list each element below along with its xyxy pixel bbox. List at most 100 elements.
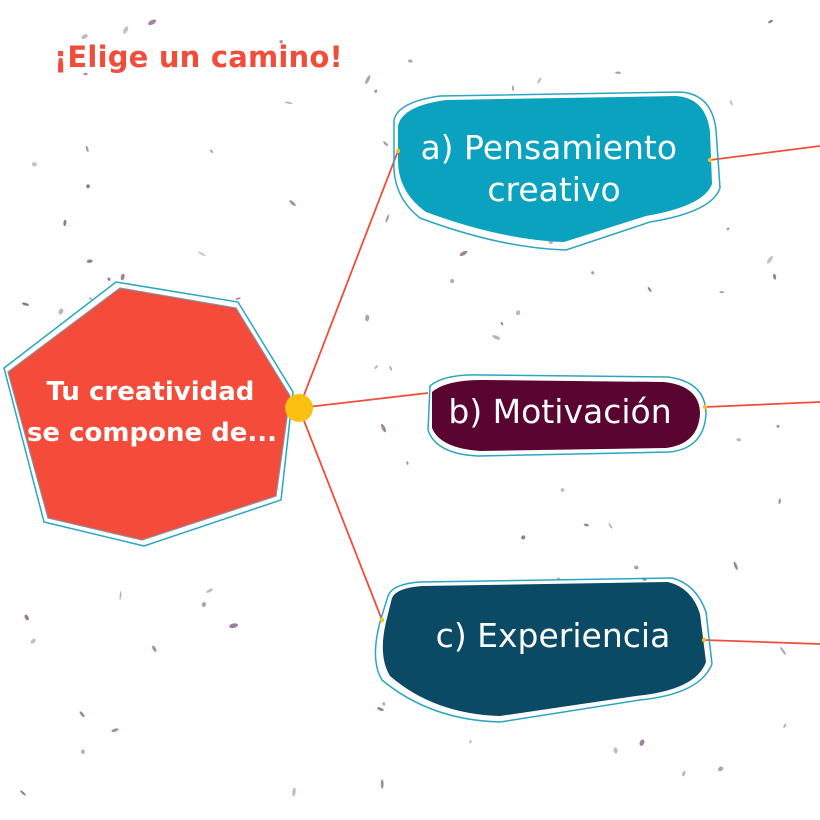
speckle bbox=[385, 214, 390, 223]
speckle bbox=[766, 255, 773, 264]
speckle bbox=[119, 591, 122, 600]
speckle bbox=[584, 523, 589, 527]
speckle bbox=[537, 77, 542, 84]
speckle bbox=[292, 787, 296, 797]
speckle bbox=[389, 365, 393, 371]
speckle bbox=[639, 739, 645, 746]
speckle bbox=[681, 770, 686, 777]
speckle bbox=[776, 425, 780, 428]
branch-b-port-right bbox=[702, 404, 708, 410]
speckle bbox=[780, 647, 787, 655]
branch-node-a[interactable]: a) Pensamiento creativo bbox=[393, 91, 721, 251]
speckle bbox=[201, 601, 207, 608]
branch-c-outline bbox=[374, 577, 713, 723]
speckle bbox=[289, 200, 296, 207]
branch-c-shape[interactable] bbox=[382, 582, 706, 716]
speckle bbox=[515, 310, 521, 316]
speckle bbox=[279, 39, 283, 44]
speckle bbox=[380, 779, 384, 789]
branch-a-port-left bbox=[395, 148, 401, 154]
speckle bbox=[63, 219, 67, 227]
speckle bbox=[148, 19, 157, 26]
connector-c-out bbox=[703, 639, 820, 645]
speckle bbox=[20, 790, 26, 796]
speckle bbox=[608, 522, 613, 529]
speckle bbox=[284, 101, 293, 105]
branch-a-outline bbox=[393, 91, 721, 251]
root-node-shape bbox=[7, 287, 291, 541]
speckle bbox=[450, 279, 455, 283]
branch-b-shape[interactable] bbox=[432, 380, 700, 451]
speckle bbox=[768, 19, 773, 24]
branch-node-b[interactable]: b) Motivación bbox=[427, 374, 708, 457]
speckle bbox=[459, 250, 468, 257]
branch-a-shape[interactable] bbox=[398, 96, 712, 242]
speckle bbox=[500, 321, 504, 326]
speckle bbox=[81, 34, 88, 39]
branch-b-outline bbox=[427, 374, 707, 457]
speckle bbox=[613, 747, 618, 754]
speckle bbox=[615, 71, 621, 74]
speckle bbox=[382, 702, 386, 706]
speckle bbox=[374, 365, 378, 369]
speckle bbox=[88, 297, 93, 300]
svg-text:b) Motivación: b) Motivación bbox=[448, 392, 671, 431]
branch-a-port-right bbox=[707, 157, 713, 163]
connectors bbox=[298, 145, 820, 645]
speckle bbox=[24, 614, 29, 621]
speckle bbox=[560, 488, 565, 492]
connector-a-out bbox=[709, 145, 820, 161]
speckle bbox=[733, 561, 738, 571]
connector-root-b bbox=[298, 392, 429, 409]
speckle bbox=[406, 461, 409, 465]
connector-b-out bbox=[704, 401, 820, 408]
speckle bbox=[22, 302, 29, 306]
speckle bbox=[365, 75, 371, 85]
speckle bbox=[492, 335, 501, 340]
speckle bbox=[365, 314, 370, 322]
speckle bbox=[719, 290, 725, 294]
speckle bbox=[783, 723, 787, 728]
speckle bbox=[85, 145, 89, 152]
speckle bbox=[229, 623, 239, 629]
speckle bbox=[31, 162, 37, 167]
svg-text:c) Experiencia: c) Experiencia bbox=[436, 616, 671, 655]
speckle bbox=[729, 100, 733, 106]
branch-a-label-line1: a) Pensamiento bbox=[420, 128, 677, 167]
root-node[interactable]: Tu creatividad se compone de... bbox=[3, 281, 294, 547]
speckle bbox=[374, 89, 378, 93]
root-node-outline bbox=[3, 281, 294, 547]
speckle bbox=[210, 149, 214, 154]
speckle bbox=[30, 638, 36, 644]
speckle bbox=[383, 141, 389, 147]
root-connector-dot bbox=[285, 394, 313, 422]
speckle bbox=[80, 749, 85, 754]
speckle bbox=[122, 26, 129, 34]
speckle bbox=[86, 259, 93, 263]
branch-a-label-line2: creativo bbox=[487, 170, 620, 209]
speckle bbox=[58, 308, 64, 315]
page-title: ¡Elige un camino! bbox=[54, 40, 343, 74]
svg-text:Tu creatividad se compon: Tu creatividad se compone de... bbox=[27, 377, 277, 448]
speckle bbox=[469, 740, 472, 744]
speckle bbox=[86, 184, 90, 189]
speckle bbox=[511, 85, 515, 92]
speckle bbox=[647, 287, 652, 292]
connector-root-a bbox=[298, 150, 399, 409]
speckle bbox=[152, 645, 157, 652]
speckle bbox=[634, 565, 639, 570]
branch-b-label: b) Motivación bbox=[448, 392, 671, 431]
speckle bbox=[726, 227, 730, 231]
branch-c-port-left bbox=[379, 617, 385, 623]
branch-c-label: c) Experiencia bbox=[436, 616, 671, 655]
speckle bbox=[591, 271, 595, 275]
branch-node-c[interactable]: c) Experiencia bbox=[374, 577, 713, 723]
speckle bbox=[718, 766, 724, 772]
speckle bbox=[79, 711, 85, 718]
speckle bbox=[380, 423, 387, 433]
root-label-line2: se compone de... bbox=[27, 418, 277, 448]
speckle bbox=[83, 72, 88, 76]
speckle bbox=[773, 273, 777, 280]
speckle bbox=[407, 59, 413, 63]
